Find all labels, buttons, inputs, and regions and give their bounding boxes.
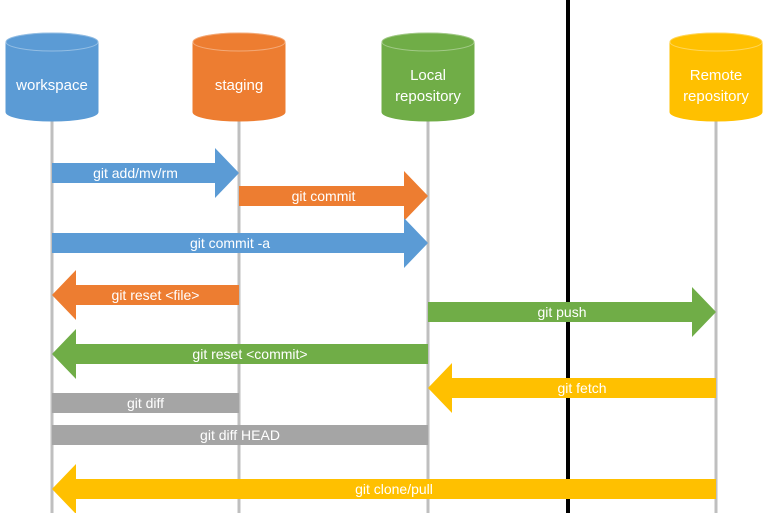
op-git-add-mv-rm-label: git add/mv/rm (93, 165, 178, 181)
op-git-reset-commit-label: git reset <commit> (192, 346, 307, 362)
op-git-reset-file-arrow (52, 270, 239, 320)
op-git-reset-commit: git reset <commit> (52, 329, 428, 379)
op-git-fetch: git fetch (428, 363, 716, 413)
remote-label-2: repository (683, 88, 749, 105)
op-git-fetch-label: git fetch (557, 380, 606, 396)
op-git-commit-a-label: git commit -a (190, 235, 270, 251)
local-label-1: Local (410, 67, 446, 84)
workspace-cylinder-top (5, 32, 99, 52)
workspace-node: workspace (5, 32, 99, 122)
op-git-clone-pull: git clone/pull (52, 464, 716, 513)
op-git-diff-label: git diff (127, 395, 164, 411)
local-label-2: repository (395, 88, 461, 105)
op-git-push-label: git push (537, 304, 586, 320)
op-git-reset-file: git reset <file> (52, 270, 239, 320)
op-git-push: git push (428, 287, 716, 337)
op-git-commit-a-arrow (52, 218, 428, 268)
op-git-reset-file-label: git reset <file> (112, 287, 200, 303)
op-git-diff: git diff (52, 393, 239, 413)
workspace-label: workspace (15, 77, 88, 94)
op-git-diff-head: git diff HEAD (52, 425, 428, 445)
remote-node: Remote repository (669, 32, 763, 122)
op-git-push-arrow (428, 287, 716, 337)
op-git-diff-head-bar (52, 425, 428, 445)
op-git-commit-arrow (239, 171, 428, 221)
op-git-clone-pull-label: git clone/pull (355, 481, 433, 497)
local-cylinder-top (381, 32, 475, 52)
op-git-diff-head-label: git diff HEAD (200, 427, 280, 443)
staging-node: staging (192, 32, 286, 122)
local-node: Local repository (381, 32, 475, 122)
op-git-commit-a: git commit -a (52, 218, 428, 268)
op-git-diff-bar (52, 393, 239, 413)
op-git-commit-label: git commit (292, 188, 356, 204)
op-git-clone-pull-arrow (52, 464, 716, 513)
op-git-fetch-arrow (428, 363, 716, 413)
remote-cylinder-top (669, 32, 763, 52)
op-git-commit: git commit (239, 171, 428, 221)
op-git-reset-commit-arrow (52, 329, 428, 379)
op-git-add-mv-rm-arrow (52, 148, 239, 198)
staging-cylinder-top (192, 32, 286, 52)
op-git-add-mv-rm: git add/mv/rm (52, 148, 239, 198)
staging-label: staging (215, 77, 263, 94)
remote-label-1: Remote (690, 67, 743, 84)
